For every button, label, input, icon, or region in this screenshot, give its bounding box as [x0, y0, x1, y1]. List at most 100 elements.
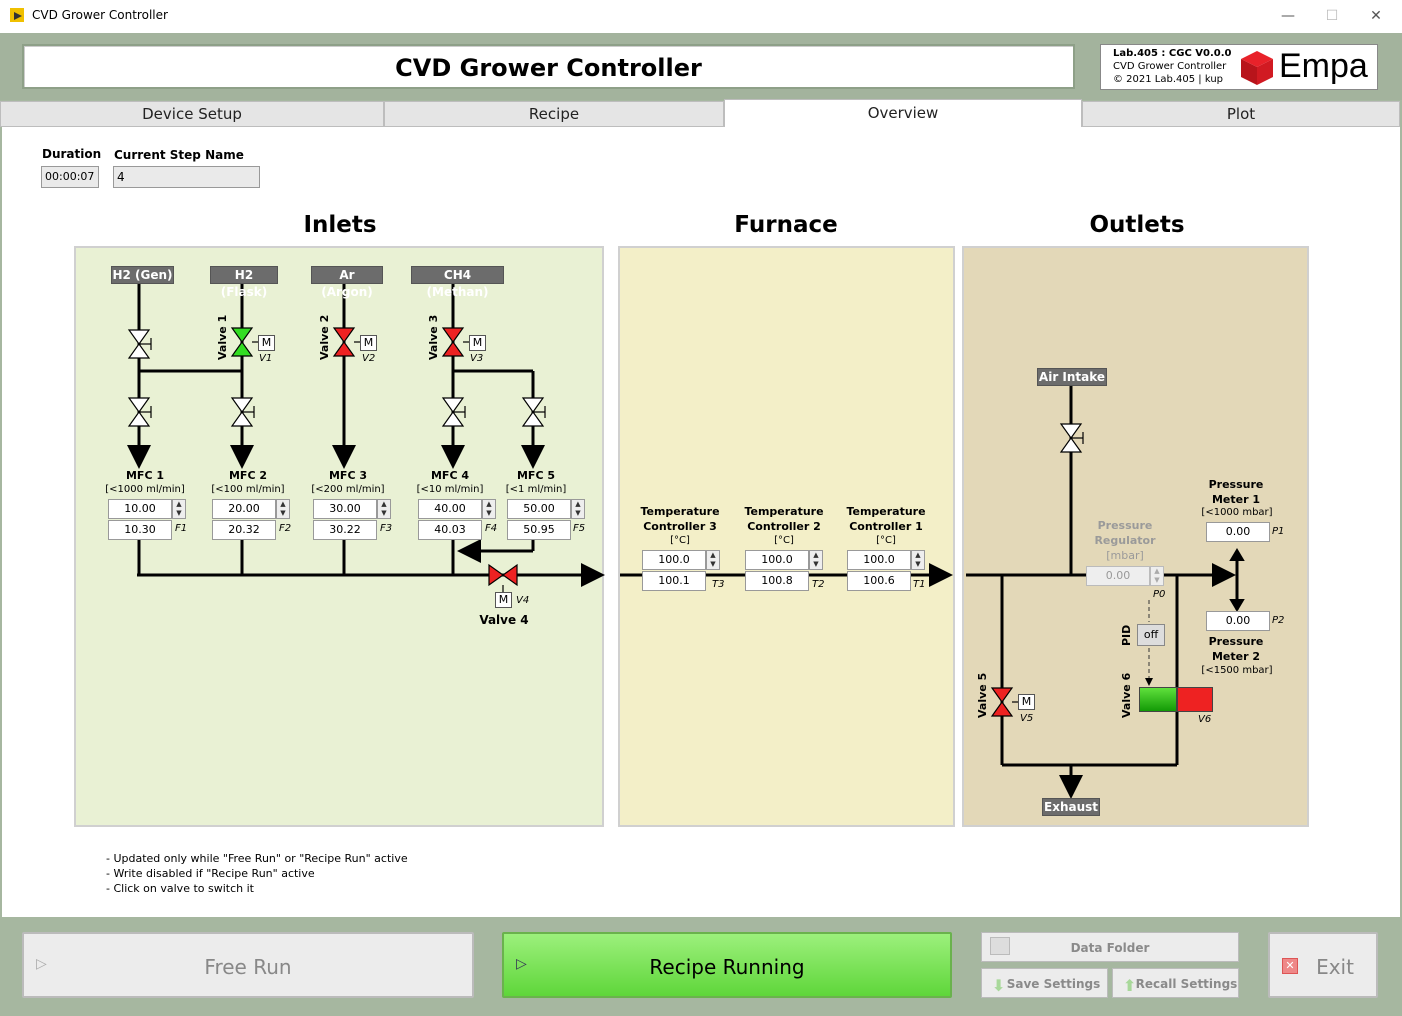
- furnace-title: Furnace: [734, 212, 838, 238]
- mfc-1-reading: 10.30: [108, 520, 172, 540]
- play-icon: ▷: [516, 956, 527, 972]
- valve-5-toggle[interactable]: [990, 686, 1014, 718]
- regulator-setpoint-input[interactable]: 0.00: [1086, 566, 1150, 586]
- inlets-title: Inlets: [303, 212, 377, 238]
- note-line: - Write disabled if "Recipe Run" active: [106, 867, 315, 880]
- furnace-panel: [618, 246, 955, 827]
- window-title: CVD Grower Controller: [32, 8, 168, 22]
- mfc-5-reading: 50.95: [507, 520, 571, 540]
- valve-2-toggle[interactable]: [332, 326, 356, 358]
- mfc-5-tag: F5: [573, 523, 586, 534]
- tc3-name1: Temperature: [640, 505, 720, 518]
- valve-3-mode-button[interactable]: M: [469, 335, 486, 351]
- window-titlebar: CVD Grower Controller — ☐ ✕: [0, 0, 1402, 33]
- pm1-name1: Pressure: [1208, 478, 1264, 491]
- recall-settings-button[interactable]: ⬆ Recall Settings: [1112, 968, 1239, 998]
- mfc-1-name: MFC 1: [125, 469, 165, 482]
- gas-source-h2-flask: H2 (Flask): [210, 266, 278, 299]
- mfc-2-range: [<100 ml/min]: [211, 484, 285, 495]
- valve-2-mode-button[interactable]: M: [360, 335, 377, 351]
- minimize-button[interactable]: —: [1281, 8, 1295, 24]
- mfc-3-setpoint-input[interactable]: 30.00: [313, 499, 377, 519]
- mfc-5-spinner[interactable]: ▲▼: [571, 499, 585, 519]
- note-line: - Click on valve to switch it: [106, 882, 254, 895]
- tc1-spinner[interactable]: ▲▼: [911, 550, 925, 570]
- exit-label: Exit: [1316, 955, 1354, 979]
- version-label: Lab.405 : CGC V0.0.0: [1113, 48, 1232, 59]
- pid-label: PID: [1120, 624, 1133, 646]
- maximize-button[interactable]: ☐: [1325, 8, 1339, 24]
- tab-device-setup[interactable]: Device Setup: [0, 101, 384, 127]
- close-button[interactable]: ✕: [1370, 8, 1382, 24]
- mfc-4-setpoint-input[interactable]: 40.00: [418, 499, 482, 519]
- mfc-3-range: [<200 ml/min]: [311, 484, 385, 495]
- valve-1-icon: [230, 327, 254, 357]
- tc1-name1: Temperature: [846, 505, 926, 518]
- valve-4-mode-button[interactable]: M: [495, 592, 512, 608]
- tc2-spinner[interactable]: ▲▼: [809, 550, 823, 570]
- regulator-name2: Regulator: [1094, 534, 1156, 547]
- valve-4-tag: V4: [516, 595, 530, 606]
- mfc-2-setpoint-input[interactable]: 20.00: [212, 499, 276, 519]
- tc1-reading: 100.6: [847, 571, 911, 591]
- free-run-button[interactable]: ▷ Free Run: [22, 932, 474, 998]
- mfc-1-setpoint-input[interactable]: 10.00: [108, 499, 172, 519]
- valve-2-label: Valve 2: [318, 314, 331, 360]
- tab-plot[interactable]: Plot: [1082, 101, 1400, 127]
- tc2-setpoint-input[interactable]: 100.0: [745, 550, 809, 570]
- data-folder-button[interactable]: Data Folder: [981, 932, 1239, 962]
- pm1-name2: Meter 1: [1211, 493, 1261, 506]
- valve-3-toggle[interactable]: [441, 326, 465, 358]
- valve-1-mode-button[interactable]: M: [258, 335, 275, 351]
- pm2-name2: Meter 2: [1211, 650, 1261, 663]
- exhaust-label: Exhaust: [1042, 798, 1100, 816]
- copyright-label: © 2021 Lab.405 | kup: [1113, 74, 1224, 85]
- regulator-name1: Pressure: [1097, 519, 1153, 532]
- tc1-setpoint-input[interactable]: 100.0: [847, 550, 911, 570]
- tc3-setpoint-input[interactable]: 100.0: [642, 550, 706, 570]
- gas-source-methane: CH4 (Methan): [411, 266, 504, 299]
- recipe-run-button[interactable]: ▷ Recipe Running: [502, 932, 952, 998]
- current-step-label: Current Step Name: [114, 148, 244, 162]
- manual-valve-icon: [230, 397, 255, 427]
- logo-box: Lab.405 : CGC V0.0.0 CVD Grower Controll…: [1100, 44, 1378, 90]
- valve-1-label: Valve 1: [216, 314, 229, 360]
- mfc-2-spinner[interactable]: ▲▼: [276, 499, 290, 519]
- pid-toggle[interactable]: off: [1137, 624, 1165, 646]
- brand-logo-text: Empa: [1279, 47, 1368, 85]
- valve-3-icon: [441, 327, 465, 357]
- valve-4-toggle[interactable]: [487, 563, 519, 587]
- mfc-4-spinner[interactable]: ▲▼: [482, 499, 496, 519]
- save-settings-button[interactable]: ⬇ Save Settings: [981, 968, 1108, 998]
- valve-1-toggle[interactable]: [230, 326, 254, 358]
- app-title: CVD Grower Controller: [395, 54, 702, 82]
- exit-button[interactable]: ✕ Exit: [1268, 932, 1378, 998]
- current-step-indicator: 4: [113, 166, 260, 188]
- tab-overview[interactable]: Overview: [724, 99, 1082, 129]
- mfc-3-spinner[interactable]: ▲▼: [377, 499, 391, 519]
- duration-indicator: 00:00:07: [41, 166, 99, 188]
- manual-valve-icon: [521, 397, 546, 427]
- mfc-1-spinner[interactable]: ▲▼: [172, 499, 186, 519]
- upload-arrow-icon: ⬆: [1123, 976, 1137, 995]
- tc1-tag: T1: [913, 579, 926, 590]
- play-icon: ▷: [36, 956, 47, 972]
- valve-5-tag: V5: [1020, 713, 1034, 724]
- mfc-2-name: MFC 2: [228, 469, 268, 482]
- mfc-1-tag: F1: [175, 523, 188, 534]
- tc3-spinner[interactable]: ▲▼: [706, 550, 720, 570]
- tab-recipe[interactable]: Recipe: [384, 101, 724, 127]
- pm2-range: [<1500 mbar]: [1201, 665, 1273, 676]
- free-run-label: Free Run: [204, 955, 292, 979]
- valve-5-mode-button[interactable]: M: [1018, 694, 1035, 710]
- mfc-5-setpoint-input[interactable]: 50.00: [507, 499, 571, 519]
- valve-4-icon: [488, 563, 518, 587]
- tc2-name2: Controller 2: [747, 520, 821, 533]
- folder-icon: [990, 937, 1010, 955]
- regulator-spinner[interactable]: ▲▼: [1150, 566, 1164, 586]
- valve-6-open-indicator[interactable]: [1139, 687, 1177, 712]
- regulator-unit: [mbar]: [1106, 549, 1144, 562]
- outlets-title: Outlets: [1089, 212, 1185, 238]
- valve-6-closed-indicator[interactable]: [1177, 687, 1213, 712]
- app-name-label: CVD Grower Controller: [1113, 61, 1227, 72]
